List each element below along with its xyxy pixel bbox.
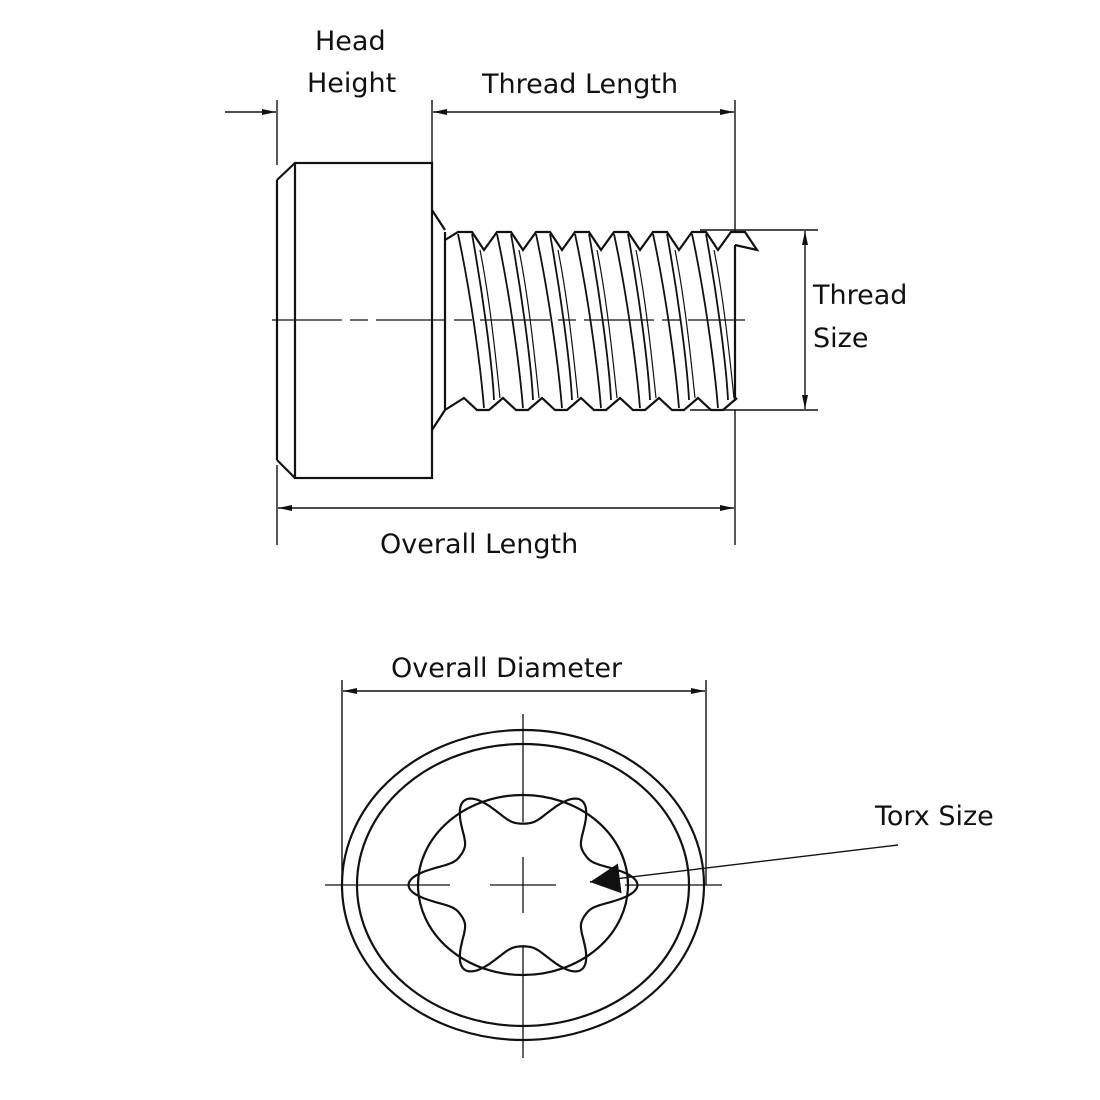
thread-size-label: Thread [813, 280, 908, 311]
thread-line [518, 249, 540, 399]
thread-line [496, 233, 524, 409]
thread-line [674, 249, 696, 399]
screw-thread-side [431, 209, 760, 431]
dimension-lines-end [341, 680, 899, 894]
thread-line [444, 230, 760, 252]
thread-length-label: Thread Length [482, 69, 679, 100]
thread-line [596, 249, 618, 399]
torx-size-label: Torx Size [875, 801, 994, 832]
thread-line [652, 233, 680, 409]
centerlines-end [325, 714, 722, 1058]
thread-line [574, 233, 602, 409]
thread-line [549, 233, 573, 401]
thread-line [588, 233, 612, 401]
thread-line [535, 233, 563, 409]
thread-size-label-2: Size [813, 323, 869, 354]
head-height-label-2: Height [307, 68, 397, 99]
thread-line [635, 249, 657, 399]
thread-line [613, 233, 641, 409]
thread-line [666, 233, 690, 401]
head-height-label: Head [315, 26, 386, 57]
thread-line [557, 249, 579, 399]
thread-line [713, 249, 735, 399]
thread-line [510, 233, 534, 401]
overall-length-label: Overall Length [380, 529, 579, 560]
thread-line [705, 233, 729, 401]
thread-line [691, 233, 719, 409]
thread-line [627, 233, 651, 401]
thread-line [444, 396, 738, 412]
thread-line [471, 233, 495, 401]
dimension-lines-side [225, 100, 818, 545]
torx-leader [589, 844, 899, 894]
thread-line [479, 249, 501, 399]
thread-line [457, 233, 485, 409]
overall-diameter-label: Overall Diameter [391, 653, 623, 684]
